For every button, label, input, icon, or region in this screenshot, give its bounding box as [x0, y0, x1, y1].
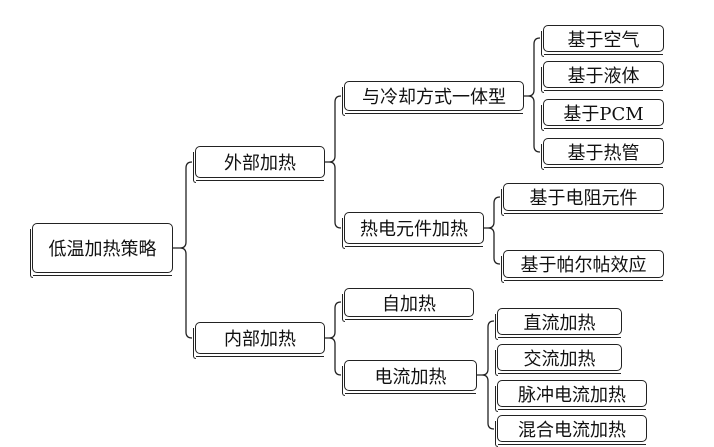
connector-root: [173, 161, 193, 339]
node-self-heating: 自加热: [342, 288, 474, 322]
node-external-heating-label: 外部加热: [224, 153, 296, 174]
connector-external: [325, 95, 342, 229]
node-mixed-current-heating-label: 混合电流加热: [518, 419, 626, 441]
node-internal-heating: 内部加热: [193, 322, 325, 359]
node-liquid-based-label: 基于液体: [567, 65, 640, 87]
connector-internal: [325, 301, 342, 376]
node-dc-heating: 直流加热: [495, 308, 622, 340]
node-root: 低温加热策略: [30, 223, 173, 278]
node-internal-heating-label: 内部加热: [224, 329, 296, 350]
node-root-label: 低温加热策略: [48, 239, 157, 260]
node-pulse-current-heating: 脉冲电流加热: [495, 380, 647, 412]
node-current-heating-label: 电流加热: [374, 366, 447, 388]
node-ac-heating: 交流加热: [495, 344, 622, 376]
node-peltier-based: 基于帕尔帖效应: [501, 250, 664, 283]
node-air-based-label: 基于空气: [567, 29, 640, 51]
node-peltier-based-label: 基于帕尔帖效应: [520, 255, 647, 276]
node-resistor-based-label: 基于电阻元件: [529, 188, 638, 209]
connector-cooling: [524, 37, 541, 153]
node-heatpipe-based-label: 基于热管: [567, 142, 640, 164]
node-pcm-based: 基于PCM: [541, 99, 664, 131]
node-thermoelectric-heating-label: 热电元件加热: [360, 219, 468, 240]
node-mixed-current-heating: 混合电流加热: [495, 415, 647, 447]
node-ac-heating-label: 交流加热: [523, 348, 596, 370]
node-cooling-integrated: 与冷却方式一体型: [342, 81, 524, 116]
node-air-based: 基于空气: [541, 25, 664, 57]
node-thermoelectric-heating: 热电元件加热: [342, 212, 484, 249]
node-external-heating: 外部加热: [193, 146, 325, 183]
node-self-heating-label: 自加热: [382, 293, 436, 315]
node-liquid-based: 基于液体: [541, 61, 664, 93]
node-dc-heating-label: 直流加热: [523, 312, 596, 334]
node-pulse-current-heating-label: 脉冲电流加热: [518, 384, 626, 406]
node-cooling-integrated-label: 与冷却方式一体型: [362, 87, 506, 108]
node-pcm-based-label: 基于PCM: [563, 103, 644, 125]
connector-element: [484, 196, 501, 265]
node-resistor-based: 基于电阻元件: [501, 183, 664, 216]
node-heatpipe-based: 基于热管: [541, 138, 664, 170]
node-current-heating: 电流加热: [342, 360, 477, 396]
connector-current: [477, 320, 495, 430]
